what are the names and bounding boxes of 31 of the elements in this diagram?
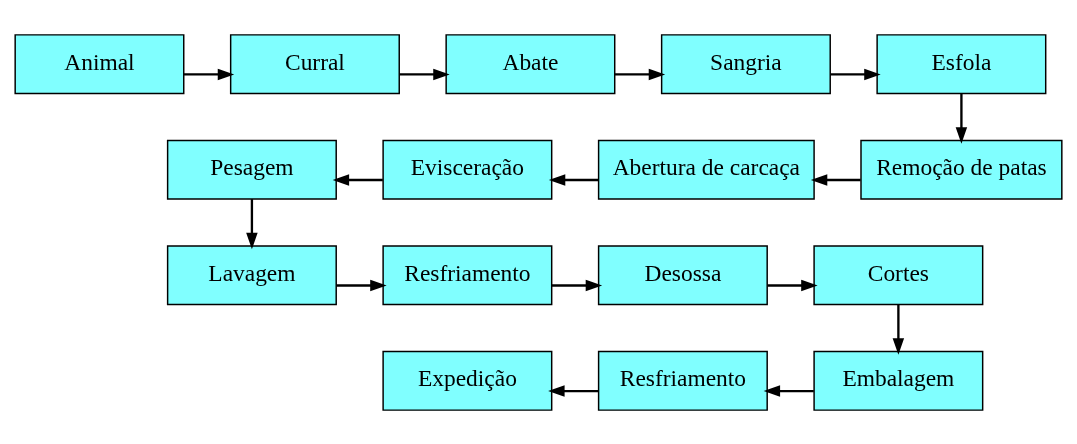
node-box: Esfola	[876, 33, 1047, 94]
node-box: Abertura de carcaça	[597, 139, 815, 200]
node-box: Resfriamento	[597, 350, 768, 411]
arrow	[548, 173, 599, 186]
node-box: Pesagem	[166, 139, 337, 200]
node-box: Sangria	[660, 33, 831, 94]
arrow	[767, 279, 818, 291]
arrow	[830, 68, 881, 80]
arrow	[615, 68, 666, 80]
arrow	[810, 173, 861, 186]
arrow	[763, 384, 814, 397]
node-box: Curral	[229, 33, 400, 94]
arrow	[332, 173, 383, 186]
node-box: Desossa	[597, 244, 768, 305]
node-box: Resfriamento	[382, 244, 553, 305]
node-box: Embalagem	[813, 350, 984, 411]
arrow	[551, 279, 603, 291]
node-box: Lavagem	[166, 244, 337, 305]
node-box: Expedição	[382, 350, 553, 411]
arrow	[548, 384, 599, 397]
node-box: Evisceração	[382, 139, 553, 200]
arrow	[955, 93, 968, 144]
node-box: Cortes	[813, 244, 984, 305]
arrow	[892, 304, 905, 355]
node-box: Animal	[14, 33, 185, 94]
node-box: Remoção de patas	[860, 139, 1063, 200]
arrow	[184, 68, 235, 80]
node-box: Abate	[445, 33, 616, 94]
arrow	[399, 68, 450, 80]
arrow	[336, 279, 387, 291]
arrow	[246, 198, 258, 249]
